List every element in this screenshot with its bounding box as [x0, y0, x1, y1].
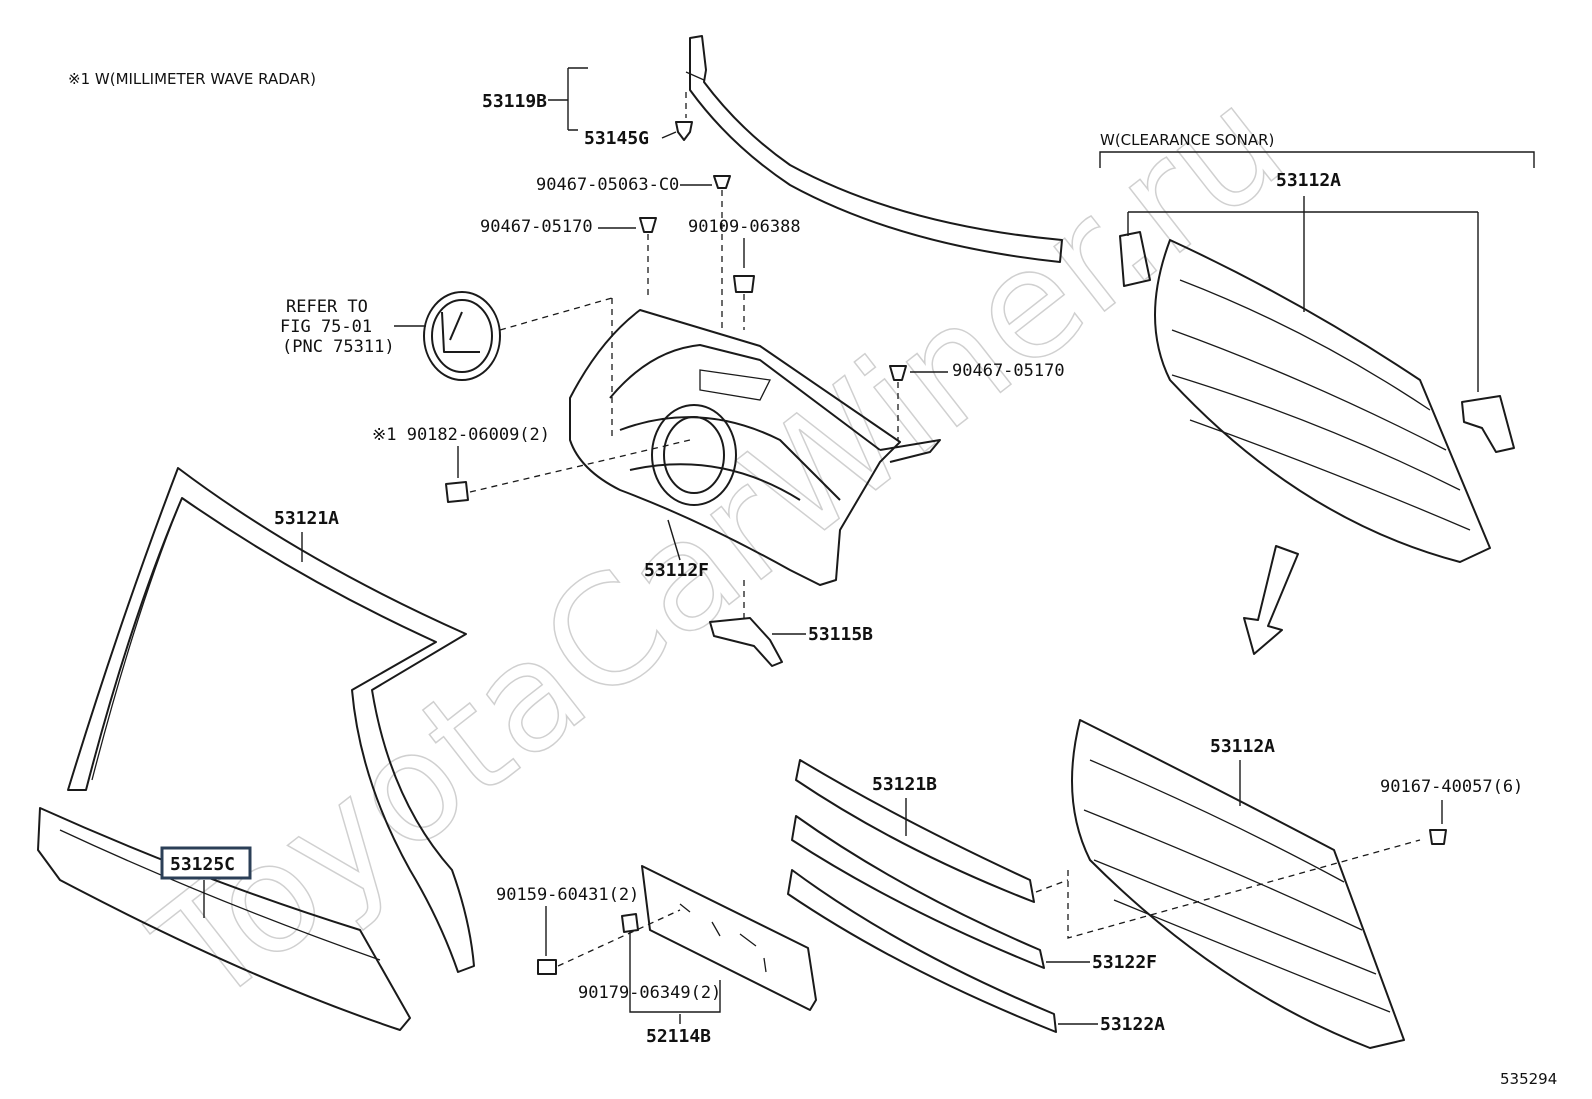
label-53112A-top: 53112A — [1276, 170, 1341, 191]
refer-line-1: REFER TO — [286, 297, 368, 317]
highlight-box-53125C[interactable] — [160, 846, 252, 880]
label-90182-06009: ※1 90182-06009(2) — [372, 425, 550, 445]
label-90109-06388: 90109-06388 — [688, 217, 801, 237]
watermark: ToyotaCarWiner.ru — [124, 55, 1315, 1039]
screw-90167-40057 — [1429, 829, 1447, 845]
label-53145G: 53145G — [584, 128, 649, 149]
label-90467-05063: 90467-05063-C0 — [536, 175, 679, 195]
label-90159-60431: 90159-60431(2) — [496, 885, 639, 905]
molding-53122F — [791, 815, 1045, 969]
label-53119B: 53119B — [482, 91, 547, 112]
bolt-90109-06388 — [733, 275, 755, 330]
label-90179-06349: 90179-06349(2) — [578, 983, 721, 1003]
clip-53145G — [675, 121, 693, 141]
label-90467-05170-a: 90467-05170 — [480, 217, 593, 237]
clip-90467-05170-a — [639, 217, 657, 300]
bolt-90159-60431 — [537, 959, 557, 975]
clip-90467-05063 — [713, 175, 731, 330]
molding-53122A — [787, 869, 1057, 1033]
label-53115B: 53115B — [808, 624, 873, 645]
clip-90467-05170-b — [889, 365, 907, 440]
label-90167-40057: 90167-40057(6) — [1380, 777, 1523, 797]
bracket-53115B — [709, 580, 783, 667]
label-53121A: 53121A — [274, 508, 339, 529]
leader-53119B — [548, 67, 588, 131]
direction-arrow — [1243, 545, 1299, 655]
grille-insert-53112A-bottom — [1067, 719, 1421, 1049]
nut-90179-06349 — [621, 913, 639, 933]
sonar-bracket — [1099, 151, 1535, 168]
molding-53119B — [685, 35, 1063, 263]
label-53112F: 53112F — [644, 560, 709, 581]
label-53122F: 53122F — [1092, 952, 1157, 973]
refer-line-2: FIG 75-01 — [280, 317, 372, 337]
nut-90182-06009 — [445, 439, 691, 503]
license-bracket-52114B — [557, 865, 817, 1011]
refer-line-3: (PNC 75311) — [282, 337, 395, 357]
figure-number: 535294 — [1500, 1070, 1557, 1088]
grille-surround-53121A — [67, 467, 475, 973]
grille-frame-53112F — [569, 298, 941, 586]
label-53112A-bottom: 53112A — [1210, 736, 1275, 757]
label-53125C[interactable]: 53125C — [170, 854, 235, 875]
label-53121B: 53121B — [872, 774, 937, 795]
molding-53121B — [795, 759, 1035, 903]
sonar-note: W(CLEARANCE SONAR) — [1100, 131, 1274, 149]
grille-insert-53112A-top — [1119, 231, 1515, 563]
radar-note: ※1 W(MILLIMETER WAVE RADAR) — [68, 70, 316, 88]
label-53122A: 53122A — [1100, 1014, 1165, 1035]
emblem — [423, 291, 613, 381]
label-52114B: 52114B — [646, 1026, 711, 1047]
label-90467-05170-b: 90467-05170 — [952, 361, 1065, 381]
lower-panel-53125C — [37, 807, 411, 1031]
